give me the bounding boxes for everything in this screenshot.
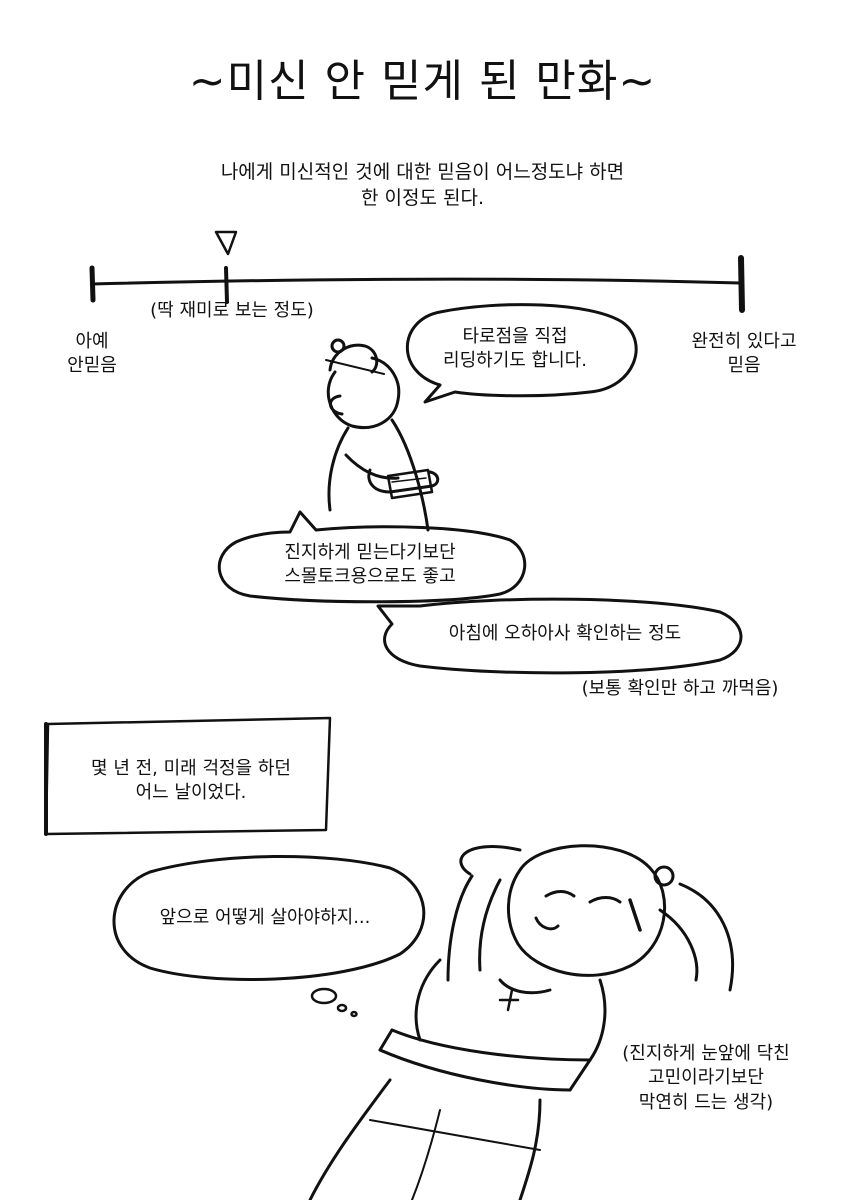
side-note: (진지하게 눈앞에 닥친 고민이라기보단 막연히 드는 생각)	[586, 1042, 826, 1115]
scale-marker-label: (딱 재미로 보는 정도)	[150, 300, 314, 321]
narration-text: 몇 년 전, 미래 걱정을 하던 어느 날이었다.	[56, 757, 326, 806]
intro-text: 나에게 미신적인 것에 대한 믿음이 어느정도냐 하면 한 이정도 된다.	[0, 160, 845, 211]
scale-right-label: 완전히 있다고 믿음	[664, 330, 824, 379]
intro-line-2: 한 이정도 된다.	[361, 186, 484, 209]
ohaasa-bubble-text: 아침에 오하아사 확인하는 정도	[448, 623, 682, 644]
tarot-line-1: 타로점을 직접	[462, 326, 568, 347]
ohaasa-note: (보통 확인만 하고 까먹음)	[581, 678, 779, 699]
tarot-line-2: 리딩하기도 합니다.	[443, 350, 587, 372]
narration-line-1: 몇 년 전, 미래 걱정을 하던	[91, 758, 291, 779]
narration-line-2: 어느 날이었다.	[135, 782, 247, 804]
belief-scale-line	[89, 255, 745, 313]
thought-bubble-text: 앞으로 어떻게 살아야하지...	[159, 907, 371, 928]
scale-right-label-line-2: 믿음	[727, 355, 761, 377]
scale-marker-icon	[214, 230, 238, 256]
tarot-bubble-text: 타로점을 직접 리딩하기도 합니다.	[400, 325, 630, 374]
smalltalk-bubble-text: 진지하게 믿는다기보단 스몰토크용으로도 좋고	[220, 541, 520, 590]
page-title: ~미신 안 믿게 된 만화~	[188, 56, 657, 107]
scale-left-label-line-2: 안믿음	[67, 355, 117, 377]
tarot-speech-bubble	[405, 303, 638, 404]
thought-dot-small	[350, 1010, 358, 1018]
character-lying	[308, 844, 735, 1200]
smalltalk-line-2: 스몰토크용으로도 좋고	[284, 566, 456, 588]
scale-right-label-line-1: 완전히 있다고	[691, 331, 797, 352]
scale-left-label-line-1: 아예	[75, 331, 109, 352]
intro-line-1: 나에게 미신적인 것에 대한 믿음이 어느정도냐 하면	[220, 161, 625, 183]
smalltalk-speech-bubble	[217, 510, 527, 604]
character-standing	[325, 338, 440, 532]
scale-left-label: 아예 안믿음	[44, 330, 140, 379]
thought-dot-medium	[336, 1003, 348, 1013]
side-note-line-2: 고민이라기보단	[648, 1067, 764, 1089]
smalltalk-line-1: 진지하게 믿는다기보단	[284, 542, 456, 563]
side-note-line-1: (진지하게 눈앞에 닥친	[622, 1043, 790, 1064]
side-note-line-3: 막연히 드는 생각)	[638, 1091, 774, 1113]
thought-dot-large	[310, 987, 338, 1005]
thought-bubble	[112, 855, 426, 982]
ohaasa-speech-bubble	[376, 597, 743, 675]
